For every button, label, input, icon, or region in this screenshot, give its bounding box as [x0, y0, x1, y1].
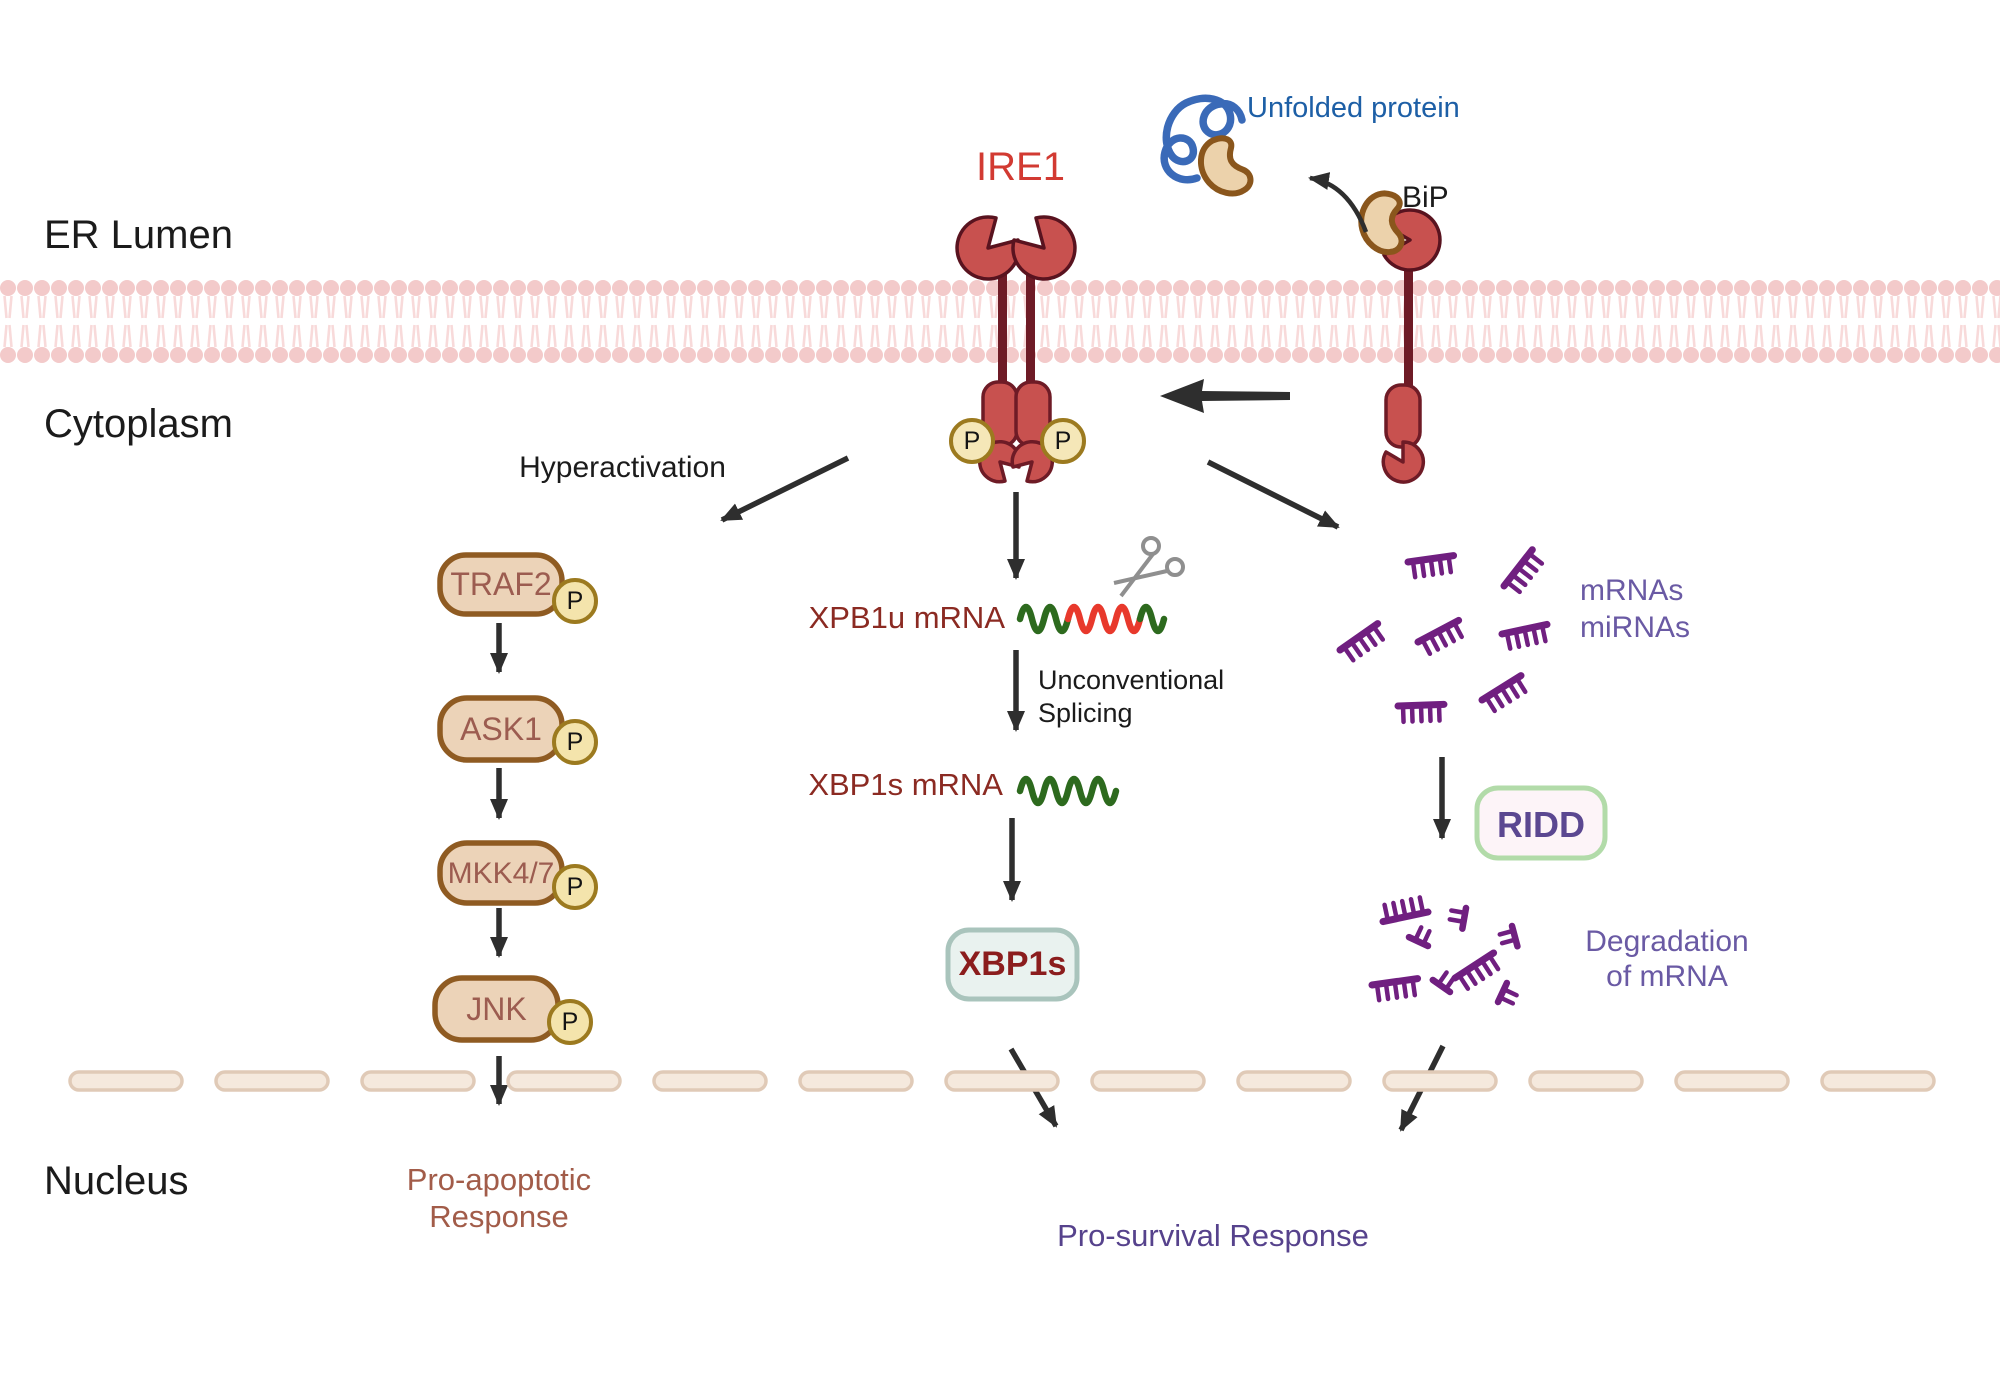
xbp1s-box	[945, 927, 1080, 1002]
pro-survival-label: Pro-survival Response	[1057, 1218, 1369, 1253]
xbp1u-wave-green2	[1136, 603, 1168, 635]
ask1-label: ASK1	[460, 711, 542, 747]
xbp1s-box-label: XBP1s	[958, 945, 1067, 983]
phospho-circle	[547, 999, 593, 1045]
cytoplasm-label: Cytoplasm	[44, 402, 233, 446]
traf2-label: TRAF2	[450, 566, 552, 602]
hyperactivation-label: Hyperactivation	[519, 451, 726, 484]
ire1-monomer-bip	[1355, 189, 1442, 484]
phospho-circle	[949, 418, 995, 464]
phospho-circle	[1040, 418, 1086, 464]
phospho-label: P	[566, 587, 584, 615]
xbp1u-mrna-label: XPB1u mRNA	[808, 600, 1005, 635]
kinase-cascade	[432, 552, 598, 1045]
degraded-mrna-cluster	[1372, 896, 1520, 1008]
xbp1u-wave-green1	[1016, 603, 1072, 635]
bip-label: BiP	[1402, 181, 1449, 214]
phospho-label: P	[963, 427, 981, 455]
arrow-monomer-to-dimer	[1160, 379, 1290, 413]
phospho-circle	[552, 864, 598, 910]
degradation-label-line1: Degradation	[1585, 925, 1749, 958]
bip-bean-icon	[1195, 133, 1253, 200]
xbp1s-wave-green	[1016, 775, 1120, 807]
mrna-waves	[1016, 603, 1168, 807]
jnk-label: JNK	[466, 991, 527, 1027]
arrow-hyperactivation	[720, 455, 850, 523]
xbp1s-mrna-label: XBP1s mRNA	[808, 767, 1003, 802]
ridd-box-label: RIDD	[1497, 804, 1585, 845]
phospho-circle	[552, 578, 598, 624]
mkk47-label: MKK4/7	[447, 857, 555, 890]
xbp1u-wave-red	[1064, 603, 1144, 635]
phospho-label: P	[566, 728, 584, 756]
er-lumen-label: ER Lumen	[44, 213, 233, 257]
mrna-comb-cluster	[1340, 550, 1550, 722]
arrow-to-mrnas	[1206, 459, 1340, 530]
phospho-label: P	[1054, 427, 1072, 455]
squiggle-icon	[1160, 94, 1246, 184]
pro-apoptotic-label-line1: Pro-apoptotic	[406, 1162, 592, 1197]
mrnas-label: mRNAs	[1580, 574, 1684, 607]
ire1-label: IRE1	[976, 145, 1065, 189]
arrows	[490, 172, 1451, 1132]
arrow-bip-release	[1308, 172, 1369, 233]
scissors-icon	[1113, 536, 1185, 598]
mirnas-label: miRNAs	[1580, 611, 1690, 644]
phospho-circle	[552, 719, 598, 765]
nucleus-boundary	[68, 1070, 1936, 1092]
ire1-dimer	[949, 215, 1086, 484]
phospho-label: P	[561, 1008, 579, 1036]
unfolded-protein-label: Unfolded protein	[1247, 92, 1460, 124]
degradation-label-line2: of mRNA	[1606, 960, 1728, 993]
phospho-label: P	[566, 873, 584, 901]
nucleus-label: Nucleus	[44, 1159, 189, 1203]
splicing-label-line2: Splicing	[1038, 698, 1133, 728]
unfolded-protein-icon	[1160, 94, 1253, 200]
pro-apoptotic-label-line2: Response	[429, 1199, 569, 1234]
ridd-box	[1474, 785, 1608, 861]
er-membrane	[0, 280, 2000, 363]
splicing-label-line1: Unconventional	[1038, 665, 1225, 695]
